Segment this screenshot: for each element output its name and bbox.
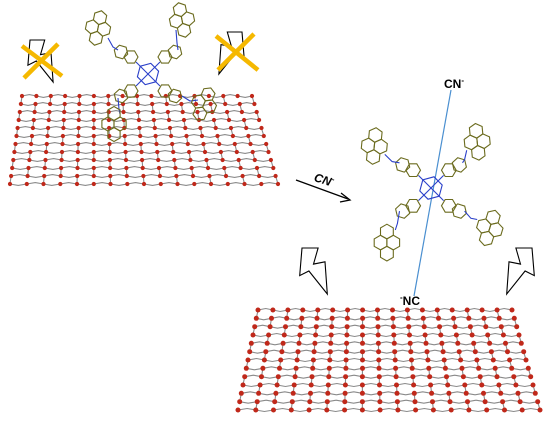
top-cyanide-label: CN- xyxy=(444,76,464,91)
graphene-sheet-right xyxy=(235,307,543,413)
graphene-sheet-left xyxy=(7,93,281,187)
porphyrin-complex-free xyxy=(360,122,504,262)
light-bolt-icon xyxy=(299,247,328,296)
bottom-cyanide-label: -NC xyxy=(400,293,420,308)
blocked-cross-icon xyxy=(20,42,64,80)
blocked-cross-icon xyxy=(214,32,260,72)
reaction-arrow-icon xyxy=(295,179,352,203)
reagent-label: CN- xyxy=(312,169,336,190)
light-bolt-icon xyxy=(506,247,535,296)
porphyrin-complex-adsorbed xyxy=(84,2,218,143)
axial-cyanide-bond xyxy=(413,89,452,297)
